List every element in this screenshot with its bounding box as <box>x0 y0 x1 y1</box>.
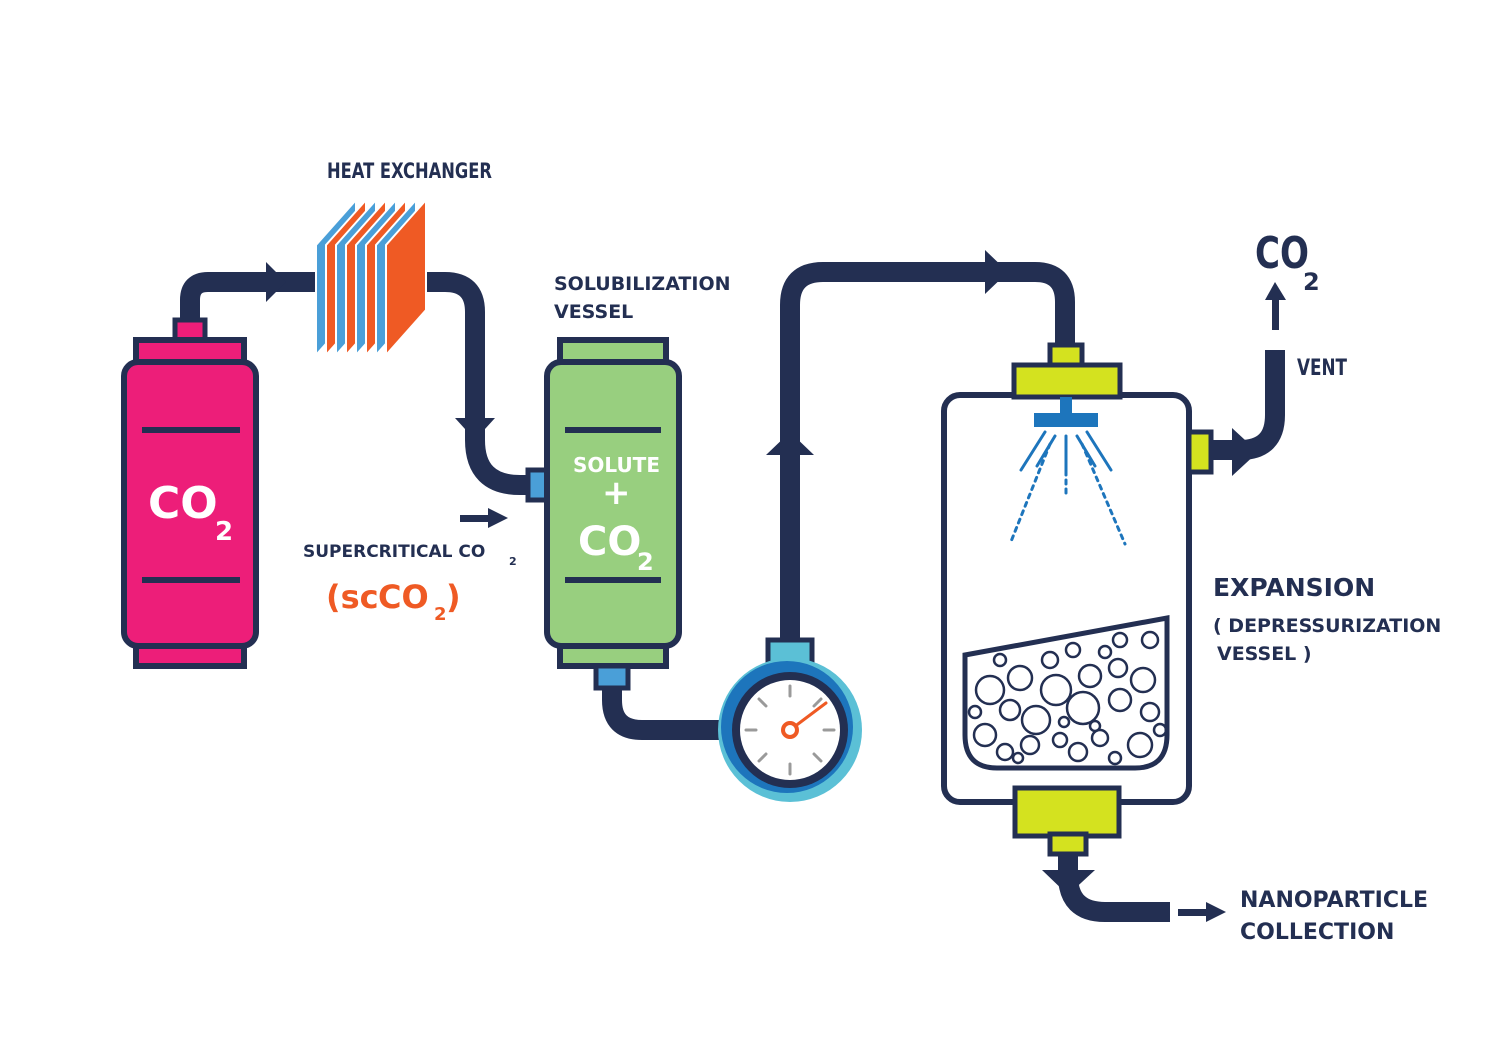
arrow-right-icon <box>1206 902 1226 922</box>
depressurization-label-line1: ( DEPRESSURIZATION <box>1213 615 1441 637</box>
arrow-shaft <box>1178 909 1208 916</box>
arrow-right-icon <box>266 262 286 302</box>
arrow-up-icon <box>1265 282 1286 300</box>
tank-label: CO <box>148 478 218 529</box>
vent-co2-subscript: 2 <box>1303 268 1320 296</box>
nozzle-top <box>1011 362 1123 400</box>
pipe-tank-to-exchanger <box>180 272 318 322</box>
arrow-down-icon <box>1042 870 1095 895</box>
nanoparticle-label-line2: COLLECTION <box>1240 920 1394 945</box>
nanoparticles <box>967 630 1165 766</box>
solubilization-vessel: SOLUTE + CO 2 <box>525 337 682 691</box>
pressure-gauge <box>718 637 862 802</box>
scco2-label-open: (sc <box>326 578 379 616</box>
arrow-right-icon <box>488 508 508 528</box>
gauge-ticks <box>744 684 836 776</box>
depressurization-label-line2: VESSEL ) <box>1217 643 1312 665</box>
scco2-label-close: ) <box>446 578 461 616</box>
particle-bed <box>962 615 1170 771</box>
bottom-port <box>1012 785 1122 839</box>
solute-label: SOLUTE <box>573 453 660 477</box>
expansion-label: EXPANSION <box>1213 573 1375 602</box>
gauge-hub <box>781 721 799 739</box>
vessel-co2-label: CO <box>578 519 641 565</box>
exchanger-plate <box>385 197 427 358</box>
vent-port <box>1186 429 1214 475</box>
vessel-bottom-port <box>593 663 631 691</box>
pipe-collection <box>1058 852 1170 922</box>
pipe-vessel-to-gauge <box>602 688 722 740</box>
arrow-shaft <box>1272 298 1279 330</box>
flow-arrows <box>266 250 1286 922</box>
spray-nozzle-stem <box>1060 397 1072 413</box>
tank-label-subscript: 2 <box>215 517 233 547</box>
scco2-label-subscript: 2 <box>434 604 447 625</box>
scco2-label-co: CO <box>378 578 429 616</box>
supercritical-label: SUPERCRITICAL CO <box>303 542 485 562</box>
heat-exchanger-label: HEAT EXCHANGER <box>327 159 492 183</box>
co2-tank: CO 2 <box>121 317 259 669</box>
vessel-co2-subscript: 2 <box>637 548 654 576</box>
arrow-up-icon <box>766 432 814 455</box>
arrow-down-icon <box>455 418 495 440</box>
pipe-gauge-to-expansion <box>780 262 1075 640</box>
solubilization-label-line1: SOLUBILIZATION <box>554 273 731 295</box>
plus-label: + <box>602 473 631 513</box>
arrow-right-icon <box>1232 428 1258 476</box>
bottom-port-neck <box>1047 831 1089 857</box>
arrow-shaft <box>460 515 490 522</box>
pipe-exchanger-to-vessel <box>405 272 530 495</box>
expansion-vessel <box>941 342 1214 857</box>
solubilization-label-line2: VESSEL <box>554 301 633 323</box>
arrow-right-icon <box>985 250 1008 294</box>
vent-label: VENT <box>1297 356 1347 381</box>
nanoparticle-label-line1: NANOPARTICLE <box>1240 888 1428 913</box>
pipe-vent <box>1210 350 1285 460</box>
spray-nozzle-head <box>1034 413 1098 427</box>
vent-co2-label: CO <box>1255 228 1309 279</box>
supercritical-subscript: 2 <box>509 555 517 568</box>
spray-lines <box>1008 430 1127 546</box>
heat-exchanger <box>315 197 427 358</box>
